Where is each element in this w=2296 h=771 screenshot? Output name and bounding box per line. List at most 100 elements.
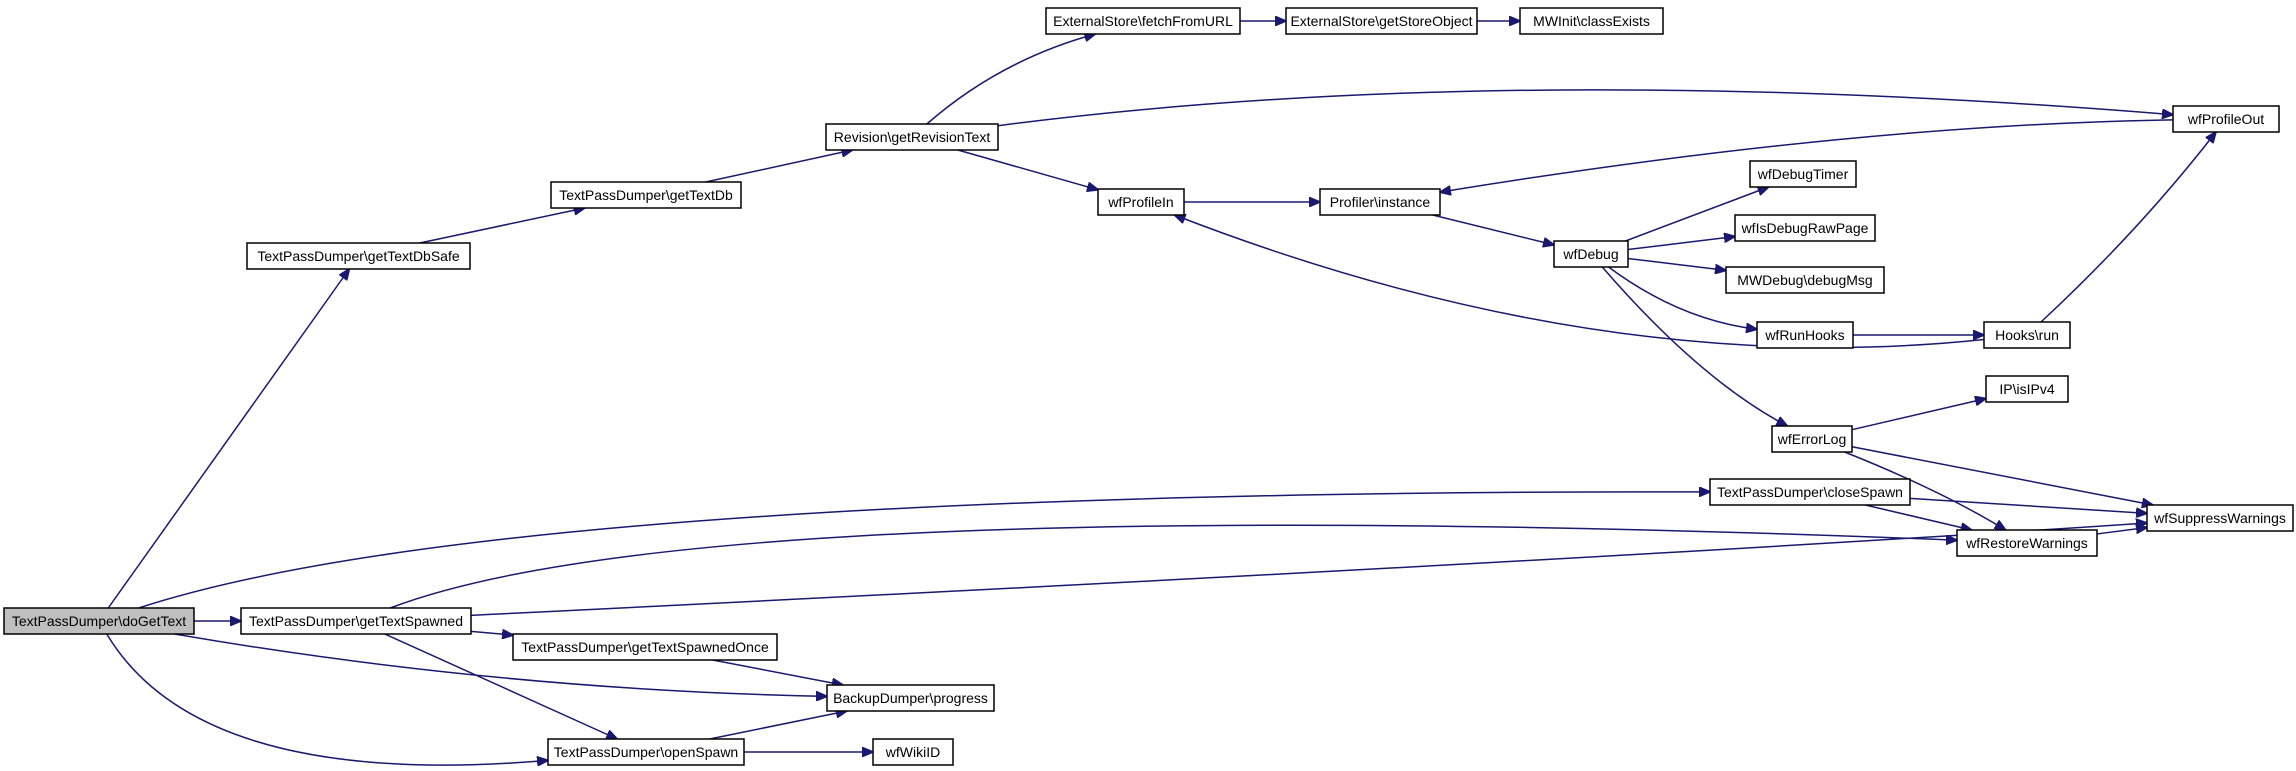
node-wfDebugTimer[interactable]: wfDebugTimer <box>1749 160 1857 188</box>
edge-getTextSpawned-to-getTextSpawnedOnce <box>470 631 513 635</box>
node-box <box>1519 7 1664 35</box>
node-box <box>1749 160 1857 188</box>
node-getTextDb[interactable]: TextPassDumper\getTextDb <box>550 181 742 209</box>
edge-getTextSpawned-to-openSpawn <box>384 633 617 739</box>
node-wfWikiID[interactable]: wfWikiID <box>872 738 954 766</box>
node-getTextSpawned[interactable]: TextPassDumper\getTextSpawned <box>240 607 472 635</box>
node-box <box>2146 504 2294 532</box>
edge-getTextSpawned-to-wfRestoreWarnings <box>389 524 1957 609</box>
node-box <box>1756 321 1854 349</box>
node-box <box>1319 188 1441 216</box>
node-openSpawn[interactable]: TextPassDumper\openSpawn <box>547 738 745 766</box>
node-label: wfRestoreWarnings <box>1965 535 2088 551</box>
node-box <box>3 607 195 635</box>
node-label: wfProfileIn <box>1107 194 1173 210</box>
node-box <box>825 123 999 151</box>
node-box <box>1956 529 2098 557</box>
node-box <box>1983 321 2071 349</box>
node-label: Profiler\instance <box>1330 194 1431 210</box>
edge-getTextSpawnedOnce-to-progress <box>712 659 843 685</box>
node-box <box>1709 478 1911 506</box>
edge-closeSpawn-to-wfRestoreWarnings <box>1865 504 1971 530</box>
edge-openSpawn-to-progress <box>709 711 847 740</box>
node-closeSpawn[interactable]: TextPassDumper\closeSpawn <box>1709 478 1911 506</box>
edge-doGetText-to-closeSpawn <box>138 492 1710 609</box>
node-box <box>1553 240 1629 268</box>
edge-profilerInstance-to-wfDebug <box>1432 214 1554 245</box>
node-label: TextPassDumper\getTextDbSafe <box>257 248 460 264</box>
node-box <box>2172 105 2280 133</box>
node-box <box>1285 7 1478 35</box>
node-label: TextPassDumper\openSpawn <box>554 744 738 760</box>
node-getTextDbSafe[interactable]: TextPassDumper\getTextDbSafe <box>246 242 471 270</box>
node-wfDebug[interactable]: wfDebug <box>1553 240 1629 268</box>
edge-wfErrorLog-to-isIPv4 <box>1851 399 1986 431</box>
node-label: wfSuppressWarnings <box>2153 510 2286 526</box>
node-label: MWInit\classExists <box>1533 13 1650 29</box>
edge-doGetText-to-getTextDbSafe <box>107 269 349 609</box>
node-wfRunHooks[interactable]: wfRunHooks <box>1756 321 1854 349</box>
node-getStoreObject[interactable]: ExternalStore\getStoreObject <box>1285 7 1478 35</box>
node-label: TextPassDumper\getTextDb <box>559 187 733 203</box>
edge-closeSpawn-to-wfSuppressWarnings <box>1909 497 2147 513</box>
node-label: ExternalStore\getStoreObject <box>1290 13 1472 29</box>
node-box <box>1771 425 1853 453</box>
node-getTextSpawnedOnce[interactable]: TextPassDumper\getTextSpawnedOnce <box>512 633 778 661</box>
node-label: Hooks\run <box>1995 327 2059 343</box>
edge-getRevisionText-to-wfProfileOut <box>997 89 2173 127</box>
node-box <box>1097 188 1185 216</box>
node-label: IP\isIPv4 <box>1999 381 2054 397</box>
edge-doGetText-to-openSpawn <box>106 633 548 765</box>
node-label: TextPassDumper\getTextSpawnedOnce <box>521 639 769 655</box>
node-wfErrorLog[interactable]: wfErrorLog <box>1771 425 1853 453</box>
node-profilerInstance[interactable]: Profiler\instance <box>1319 188 1441 216</box>
edge-hooksRun-to-wfProfileIn <box>1175 215 1985 349</box>
node-label: MWDebug\debugMsg <box>1737 272 1872 288</box>
node-progress[interactable]: BackupDumper\progress <box>826 684 995 712</box>
node-wfIsDebugRawPage[interactable]: wfIsDebugRawPage <box>1734 214 1876 242</box>
node-wfProfileOut[interactable]: wfProfileOut <box>2172 105 2280 133</box>
node-box <box>547 738 745 766</box>
edge-hooksRun-to-wfProfileOut <box>2040 132 2216 323</box>
node-isIPv4[interactable]: IP\isIPv4 <box>1985 375 2069 403</box>
node-wfProfileIn[interactable]: wfProfileIn <box>1097 188 1185 216</box>
node-doGetText[interactable]: TextPassDumper\doGetText <box>3 607 195 635</box>
node-classExists[interactable]: MWInit\classExists <box>1519 7 1664 35</box>
node-box <box>1725 266 1885 294</box>
edge-getTextDb-to-getRevisionText <box>705 150 853 183</box>
node-box <box>872 738 954 766</box>
edge-getTextSpawned-to-wfSuppressWarnings <box>470 523 2147 617</box>
edge-wfDebug-to-wfDebugTimer <box>1625 187 1768 242</box>
node-label: wfProfileOut <box>2187 111 2264 127</box>
node-label: TextPassDumper\getTextSpawned <box>249 613 463 629</box>
node-box <box>826 684 995 712</box>
node-wfRestoreWarnings[interactable]: wfRestoreWarnings <box>1956 529 2098 557</box>
node-label: wfIsDebugRawPage <box>1741 220 1869 236</box>
node-label: ExternalStore\fetchFromURL <box>1053 13 1233 29</box>
node-label: TextPassDumper\closeSpawn <box>1717 484 1903 500</box>
edge-wfRestoreWarnings-to-wfSuppressWarnings <box>2096 527 2147 535</box>
edge-wfDebug-to-wfIsDebugRawPage <box>1627 237 1735 251</box>
edge-wfDebug-to-wfErrorLog <box>1601 266 1787 426</box>
edge-doGetText-to-progress <box>174 633 827 696</box>
edge-getRevisionText-to-fetchFromURL <box>926 34 1095 125</box>
node-getRevisionText[interactable]: Revision\getRevisionText <box>825 123 999 151</box>
edge-getTextDbSafe-to-getTextDb <box>419 208 585 244</box>
edge-wfProfileOut-to-profilerInstance <box>1440 119 2174 192</box>
node-label: wfDebugTimer <box>1757 166 1849 182</box>
node-label: wfErrorLog <box>1777 431 1846 447</box>
node-box <box>240 607 472 635</box>
node-wfSuppressWarnings[interactable]: wfSuppressWarnings <box>2146 504 2294 532</box>
node-debugMsg[interactable]: MWDebug\debugMsg <box>1725 266 1885 294</box>
node-label: wfWikiID <box>885 744 940 760</box>
node-fetchFromURL[interactable]: ExternalStore\fetchFromURL <box>1045 7 1241 35</box>
node-label: wfRunHooks <box>1764 327 1844 343</box>
node-box <box>1045 7 1241 35</box>
edges-layer <box>106 21 2216 765</box>
node-box <box>1734 214 1876 242</box>
node-box <box>1985 375 2069 403</box>
edge-wfErrorLog-to-wfSuppressWarnings <box>1851 446 2153 505</box>
node-label: BackupDumper\progress <box>833 690 988 706</box>
node-hooksRun[interactable]: Hooks\run <box>1983 321 2071 349</box>
